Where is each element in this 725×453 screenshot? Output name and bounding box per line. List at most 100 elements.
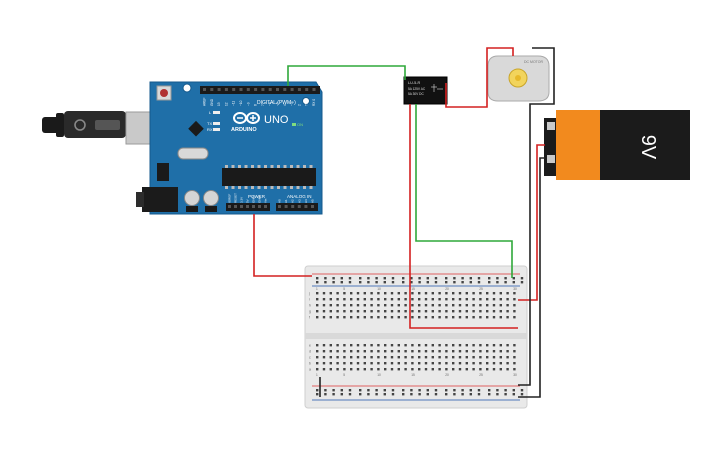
breadboard-hole[interactable]: [472, 298, 475, 301]
breadboard-hole[interactable]: [411, 362, 414, 365]
breadboard-hole[interactable]: [452, 304, 455, 307]
breadboard-hole[interactable]: [383, 281, 386, 284]
breadboard-hole[interactable]: [499, 292, 502, 295]
breadboard-hole[interactable]: [492, 344, 496, 347]
breadboard-hole[interactable]: [465, 310, 468, 313]
header-pin[interactable]: [232, 88, 236, 91]
breadboard-hole[interactable]: [418, 393, 421, 396]
breadboard-hole[interactable]: [445, 344, 448, 347]
breadboard-hole[interactable]: [431, 368, 434, 371]
breadboard-hole[interactable]: [343, 350, 346, 353]
breadboard-hole[interactable]: [492, 292, 496, 295]
breadboard-hole[interactable]: [316, 310, 319, 313]
breadboard-hole[interactable]: [492, 304, 496, 307]
breadboard-hole[interactable]: [486, 368, 489, 371]
breadboard-hole[interactable]: [391, 393, 395, 396]
breadboard-hole[interactable]: [391, 277, 395, 280]
breadboard-hole[interactable]: [336, 298, 339, 301]
breadboard-hole[interactable]: [424, 362, 428, 365]
breadboard-hole[interactable]: [506, 362, 509, 365]
breadboard-hole[interactable]: [424, 292, 428, 295]
breadboard-hole[interactable]: [472, 350, 475, 353]
breadboard-hole[interactable]: [322, 316, 326, 319]
breadboard-hole[interactable]: [343, 356, 346, 359]
breadboard-hole[interactable]: [513, 310, 516, 313]
breadboard-hole[interactable]: [492, 356, 496, 359]
breadboard-hole[interactable]: [431, 362, 434, 365]
breadboard-hole[interactable]: [418, 281, 421, 284]
breadboard-hole[interactable]: [343, 316, 346, 319]
breadboard-hole[interactable]: [426, 277, 429, 280]
breadboard-hole[interactable]: [397, 362, 400, 365]
header-pin[interactable]: [234, 205, 237, 208]
breadboard-hole[interactable]: [469, 393, 472, 396]
breadboard-hole[interactable]: [343, 304, 346, 307]
breadboard-hole[interactable]: [356, 350, 360, 353]
breadboard-hole[interactable]: [488, 277, 491, 280]
breadboard-hole[interactable]: [418, 368, 421, 371]
breadboard-hole[interactable]: [316, 393, 319, 396]
breadboard-hole[interactable]: [340, 281, 343, 284]
breadboard-hole[interactable]: [363, 304, 366, 307]
breadboard-hole[interactable]: [384, 368, 387, 371]
breadboard-hole[interactable]: [370, 298, 373, 301]
breadboard-hole[interactable]: [438, 368, 441, 371]
breadboard-hole[interactable]: [492, 310, 496, 313]
breadboard-hole[interactable]: [350, 356, 353, 359]
header-pin[interactable]: [311, 205, 314, 208]
breadboard-hole[interactable]: [486, 316, 489, 319]
breadboard-hole[interactable]: [322, 362, 326, 365]
breadboard-hole[interactable]: [418, 350, 421, 353]
breadboard-hole[interactable]: [424, 344, 428, 347]
breadboard-hole[interactable]: [350, 362, 353, 365]
header-pin[interactable]: [224, 88, 228, 91]
breadboard-hole[interactable]: [479, 368, 482, 371]
breadboard-hole[interactable]: [461, 281, 464, 284]
breadboard-hole[interactable]: [452, 344, 455, 347]
breadboard-hole[interactable]: [504, 393, 507, 396]
breadboard-hole[interactable]: [356, 344, 360, 347]
breadboard-hole[interactable]: [384, 362, 387, 365]
breadboard-hole[interactable]: [377, 356, 380, 359]
breadboard-hole[interactable]: [410, 277, 413, 280]
breadboard-hole[interactable]: [445, 350, 448, 353]
breadboard-hole[interactable]: [486, 298, 489, 301]
breadboard-hole[interactable]: [465, 344, 468, 347]
breadboard-hole[interactable]: [322, 368, 326, 371]
breadboard-hole[interactable]: [431, 344, 434, 347]
breadboard-hole[interactable]: [411, 310, 414, 313]
breadboard-hole[interactable]: [424, 316, 428, 319]
battery-9v[interactable]: 9V: [544, 110, 690, 180]
breadboard-hole[interactable]: [343, 368, 346, 371]
breadboard-hole[interactable]: [332, 277, 335, 280]
breadboard-hole[interactable]: [486, 344, 489, 347]
breadboard-hole[interactable]: [350, 310, 353, 313]
breadboard-hole[interactable]: [324, 393, 327, 396]
breadboard-hole[interactable]: [479, 292, 482, 295]
breadboard-hole[interactable]: [370, 350, 373, 353]
header-pin[interactable]: [240, 205, 243, 208]
breadboard-hole[interactable]: [356, 316, 360, 319]
breadboard-hole[interactable]: [375, 281, 378, 284]
breadboard-hole[interactable]: [390, 344, 394, 347]
breadboard-hole[interactable]: [472, 368, 475, 371]
breadboard-hole[interactable]: [329, 368, 332, 371]
breadboard-hole[interactable]: [340, 277, 343, 280]
breadboard-hole[interactable]: [424, 298, 428, 301]
breadboard-hole[interactable]: [434, 277, 438, 280]
breadboard-hole[interactable]: [324, 389, 327, 392]
breadboard-hole[interactable]: [322, 350, 326, 353]
breadboard-hole[interactable]: [322, 298, 326, 301]
breadboard-hole[interactable]: [520, 389, 524, 392]
breadboard-hole[interactable]: [469, 281, 472, 284]
breadboard-hole[interactable]: [397, 316, 400, 319]
breadboard-hole[interactable]: [496, 389, 499, 392]
breadboard-hole[interactable]: [404, 356, 407, 359]
breadboard-hole[interactable]: [316, 304, 319, 307]
breadboard-hole[interactable]: [377, 292, 380, 295]
breadboard-hole[interactable]: [377, 304, 380, 307]
breadboard-hole[interactable]: [458, 350, 462, 353]
breadboard-hole[interactable]: [402, 393, 405, 396]
breadboard-hole[interactable]: [426, 281, 429, 284]
breadboard-hole[interactable]: [499, 298, 502, 301]
